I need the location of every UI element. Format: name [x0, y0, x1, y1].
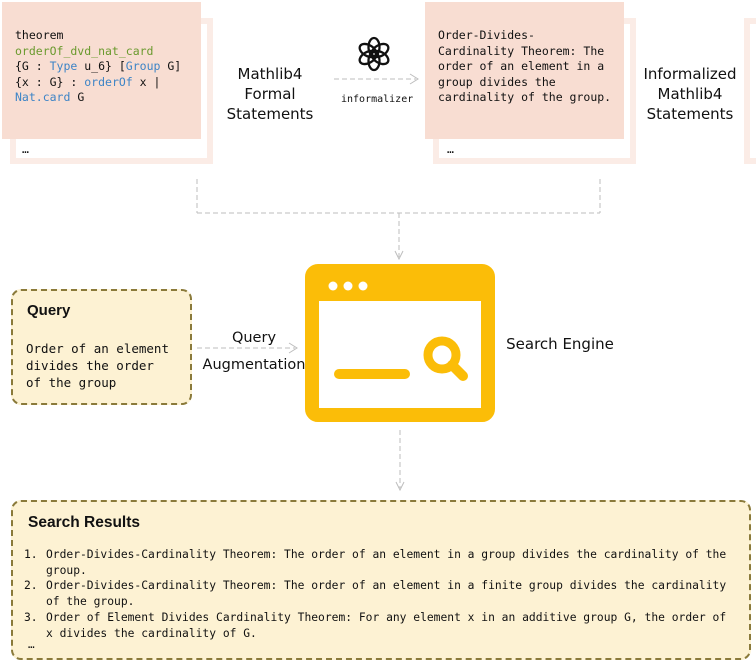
- code-token: orderOf: [84, 74, 133, 89]
- code-token: Nat.card: [15, 90, 71, 104]
- query-augmentation-label: Query Augmentation: [202, 330, 306, 373]
- search-results-box: [11, 500, 751, 660]
- code-token: x |: [132, 74, 161, 89]
- search-result-number: 3.: [24, 610, 38, 624]
- code-line: orderOf_dvd_nat_card: [15, 44, 181, 60]
- results-arrow: [395, 430, 405, 492]
- code-token: G]: [160, 59, 182, 73]
- code-token: Type: [49, 59, 78, 73]
- formal-statement-card: [2, 2, 201, 139]
- search-results-list: 1. Order-Divides-Cardinality Theorem: The…: [24, 547, 736, 641]
- query-box: [11, 289, 192, 405]
- formal-statements-label: Mathlib4 Formal Statements: [226, 65, 314, 123]
- code-token: {x : G} :: [15, 74, 85, 89]
- code-token: {G :: [15, 59, 50, 73]
- informalizer-label: informalizer: [341, 94, 414, 105]
- code-token: orderOf_dvd_nat_card: [15, 43, 154, 58]
- search-result-item: 2. Order-Divides-Cardinality Theorem: The…: [24, 578, 736, 609]
- informal-ellipsis: …: [447, 142, 454, 156]
- informal-statement-card: [425, 2, 624, 139]
- query-text: Order of an element divides the order of…: [26, 341, 169, 390]
- search-engine-label: Search Engine: [506, 335, 614, 353]
- search-result-number: 1.: [24, 548, 38, 561]
- code-token: G: [70, 90, 85, 104]
- informalizer-arrow: [334, 73, 419, 85]
- informal-statements-label: Informalized Mathlib4 Statements: [643, 65, 737, 123]
- search-result-text: Order of Element Divides Cardinality The…: [46, 610, 727, 640]
- merge-connector: [196, 179, 601, 261]
- search-result-item: 3. Order of Element Divides Cardinality T…: [24, 610, 736, 641]
- formal-ellipsis: …: [22, 142, 29, 156]
- search-result-number: 2.: [24, 579, 38, 593]
- augmentation-arrow: [197, 342, 298, 354]
- search-results-title: Search Results: [28, 514, 140, 531]
- code-token: theorem: [15, 28, 64, 42]
- informal-stack-back-edge: [744, 18, 756, 164]
- code-token: Group: [125, 59, 161, 73]
- code-line: theorem: [15, 28, 181, 44]
- query-title: Query: [27, 302, 71, 319]
- browser-search-icon: [305, 264, 495, 422]
- code-line: {G : Type u_6} [Group G]: [15, 59, 181, 75]
- search-result-text: Order-Divides-Cardinality Theorem: The o…: [46, 579, 727, 609]
- search-result-text: Order-Divides-Cardinality Theorem: The o…: [46, 548, 727, 577]
- results-ellipsis: …: [28, 638, 35, 651]
- openai-logo-icon: [358, 36, 390, 72]
- search-result-item: 1. Order-Divides-Cardinality Theorem: The…: [24, 547, 736, 578]
- code-line: {x : G} : orderOf x |: [15, 75, 181, 91]
- code-token: u_6} [: [77, 59, 126, 73]
- code-line: Nat.card G: [15, 90, 181, 106]
- informal-statement-text: Order-Divides- Cardinality Theorem: The …: [438, 28, 612, 104]
